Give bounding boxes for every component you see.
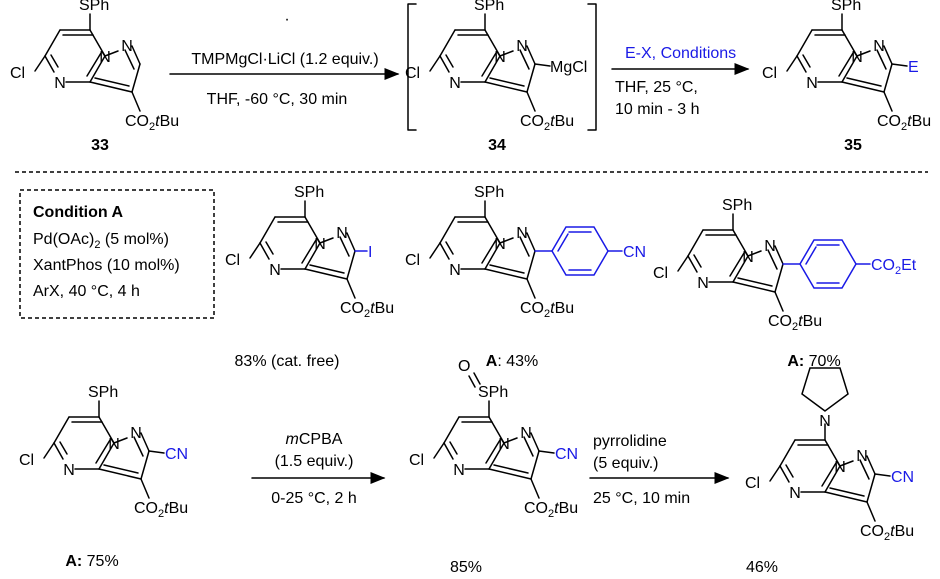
condition-line-1: Pd(OAc)2 (5 mol%)	[33, 231, 169, 251]
bracket-left	[407, 3, 417, 131]
substituent-nitrile: CN	[165, 446, 188, 463]
substituent-sph: SPh	[478, 384, 508, 401]
substituent-ester: CO2tBu	[520, 113, 574, 133]
substituent-sph: SPh	[79, 0, 109, 14]
compound-35: SPh Cl E CO2tBu	[762, 0, 931, 133]
yield-pyrrolidinyl: 46%	[746, 559, 778, 576]
pyrrolidine-conditions: 25 °C, 10 min	[593, 490, 690, 507]
compound-number-33: 33	[91, 137, 109, 154]
substituent-sph: SPh	[294, 184, 324, 201]
compound-number-34: 34	[488, 137, 506, 154]
substituent-mgcl: MgCl	[550, 59, 587, 76]
mcpba-equiv: (1.5 equiv.)	[275, 453, 354, 470]
pyrrolidine-reagent: pyrrolidine	[593, 433, 667, 450]
substituent-sph: SPh	[474, 0, 504, 14]
substituent-nitrile: CN	[891, 469, 914, 486]
substituent-ester: CO2tBu	[768, 313, 822, 333]
compound-pyrrolidinyl: N Cl CN CO2tBu	[745, 367, 914, 543]
substituent-cl: Cl	[10, 65, 25, 82]
compound-number-35: 35	[844, 137, 862, 154]
substituent-ester: CO2tBu	[860, 523, 914, 543]
mcpba-reagent: mCPBA	[286, 431, 343, 448]
substituent-sph: SPh	[88, 384, 118, 401]
product-cyanophenyl: SPh Cl CN CO2tBu	[405, 184, 646, 320]
substituent-ester: CO2tBu	[134, 500, 188, 520]
bracket-right	[587, 3, 597, 131]
step2-line1: THF, 25 °C,	[615, 79, 698, 96]
substituent-cl: Cl	[745, 475, 760, 492]
substituent-ester: CO2tBu	[520, 300, 574, 320]
substituent-ester: CO2tBu	[524, 500, 578, 520]
yield-cyanophenyl: A: 43%	[486, 353, 538, 370]
condition-line-3: ArX, 40 °C, 4 h	[33, 283, 140, 300]
substituent-cl: Cl	[409, 452, 424, 469]
nitrogen-atom: N	[819, 413, 831, 430]
compound-33: SPh Cl CO2tBu	[10, 0, 179, 133]
step1-conditions: THF, -60 °C, 30 min	[207, 91, 348, 108]
substituent-sph: SPh	[474, 184, 504, 201]
step1-reagent: TMPMgCl·LiCl (1.2 equiv.)	[191, 51, 378, 68]
condition-line-2: XantPhos (10 mol%)	[33, 257, 180, 274]
compound-34: SPh Cl MgCl CO2tBu	[405, 0, 587, 133]
step2-reagent: E-X, Conditions	[625, 45, 736, 62]
substituent-cl: Cl	[405, 65, 420, 82]
yield-ethoxycarbonylphenyl: A: 70%	[787, 353, 840, 370]
oxygen-atom: O	[458, 358, 470, 375]
substituent-cl: Cl	[225, 252, 240, 269]
substituent-iodine: I	[368, 244, 372, 261]
pyrrolidine-equiv: (5 equiv.)	[593, 455, 659, 472]
substituent-cl: Cl	[762, 65, 777, 82]
yield-sulfoxide: 85%	[450, 559, 482, 576]
product-iodide: SPh Cl I CO2tBu	[225, 184, 394, 320]
substituent-ethyl-ester: CO2Et	[871, 257, 917, 277]
substituent-sph: SPh	[831, 0, 861, 14]
compound-sulfoxide: O SPh Cl CN CO2tBu	[409, 358, 578, 520]
substituent-cl: Cl	[19, 452, 34, 469]
substituent-nitrile: CN	[555, 446, 578, 463]
step2-line2: 10 min - 3 h	[615, 101, 699, 118]
dot-mark: ·	[284, 11, 289, 28]
compound-nitrile: SPh Cl CN CO2tBu	[19, 384, 188, 520]
substituent-sph: SPh	[722, 197, 752, 214]
mcpba-conditions: 0-25 °C, 2 h	[271, 490, 357, 507]
substituent-cl: Cl	[653, 265, 668, 282]
substituent-ester: CO2tBu	[125, 113, 179, 133]
yield-nitrile: A: 75%	[65, 553, 118, 570]
substituent-ester: CO2tBu	[877, 113, 931, 133]
substituent-ester: CO2tBu	[340, 300, 394, 320]
substituent-nitrile: CN	[623, 244, 646, 261]
substituent-e: E	[908, 59, 919, 76]
substituent-cl: Cl	[405, 252, 420, 269]
condition-box-title: Condition A	[33, 204, 123, 221]
yield-iodide: 83% (cat. free)	[235, 353, 340, 370]
product-ethoxycarbonylphenyl: SPh Cl CO2Et CO2tBu	[653, 197, 917, 333]
